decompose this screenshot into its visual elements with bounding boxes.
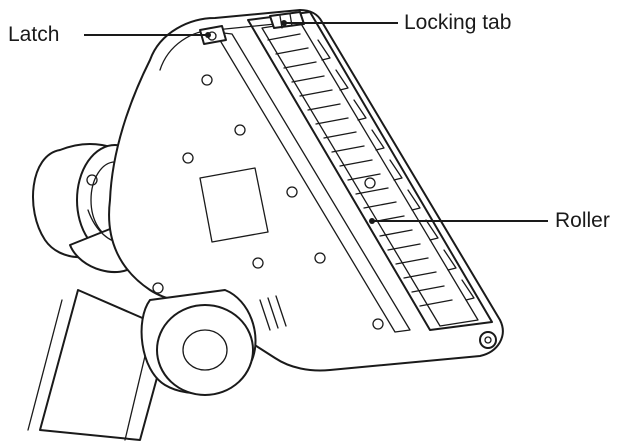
screw-holes (86, 74, 384, 330)
locking-tab-detail (269, 11, 305, 29)
neck-tube (27, 289, 171, 441)
roller-end-cap (479, 331, 497, 349)
roller-leader-dot (369, 218, 375, 224)
roller-bristles (267, 33, 453, 307)
latch-detail (199, 25, 227, 45)
intake-slot (214, 31, 411, 333)
label-plate (199, 167, 269, 243)
latch-label: Latch (8, 23, 60, 46)
locking-tab-leader-dot (281, 20, 287, 26)
edge-comb-teeth (317, 39, 475, 301)
latch-leader-dot (205, 32, 211, 38)
roller-label: Roller (555, 209, 610, 232)
front-wheel (140, 289, 287, 396)
locking-tab-label: Locking tab (404, 11, 512, 34)
